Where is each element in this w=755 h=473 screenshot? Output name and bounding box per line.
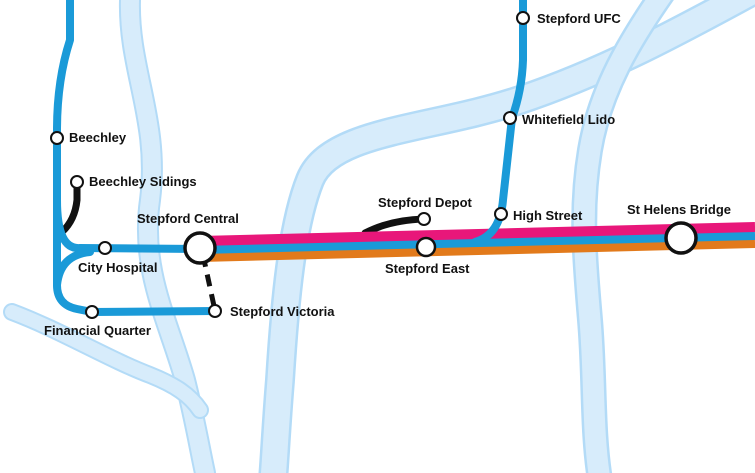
station-city-hospital[interactable] (98, 241, 112, 255)
station-stepford-central[interactable] (183, 231, 217, 265)
blue-line-west (53, 0, 219, 316)
label-stepford-east: Stepford East (385, 261, 470, 276)
label-financial-quarter: Financial Quarter (44, 323, 151, 338)
blue-line-city-hospital (53, 196, 204, 253)
stations-layer (50, 11, 698, 319)
station-stepford-ufc[interactable] (516, 11, 530, 25)
station-beechley-sidings[interactable] (70, 175, 84, 189)
label-high-street: High Street (513, 208, 583, 223)
station-stepford-victoria[interactable] (208, 304, 222, 318)
orange-line (199, 238, 755, 262)
blue-line-fq-link (53, 248, 94, 289)
labels-layer: Stepford UFC Whitefield Lido Beechley Be… (44, 11, 731, 338)
pink-line (199, 222, 755, 246)
station-stepford-east[interactable] (415, 236, 437, 258)
label-beechley-sidings: Beechley Sidings (89, 174, 197, 189)
label-whitefield-lido: Whitefield Lido (522, 112, 615, 127)
station-beechley[interactable] (50, 131, 64, 145)
label-city-hospital: City Hospital (78, 260, 157, 275)
label-stepford-central: Stepford Central (137, 211, 239, 226)
river-left-inner (120, 0, 214, 473)
label-stepford-ufc: Stepford UFC (537, 11, 621, 26)
label-stepford-victoria: Stepford Victoria (230, 304, 335, 319)
label-st-helens-bridge: St Helens Bridge (627, 202, 731, 217)
station-st-helens-bridge[interactable] (664, 221, 698, 255)
station-high-street[interactable] (494, 207, 508, 221)
label-stepford-depot: Stepford Depot (378, 195, 473, 210)
station-financial-quarter[interactable] (85, 305, 99, 319)
station-stepford-depot[interactable] (417, 212, 431, 226)
label-beechley: Beechley (69, 130, 127, 145)
river-branch-inner (5, 305, 207, 417)
station-whitefield-lido[interactable] (503, 111, 517, 125)
beechley-sidings-spur (58, 179, 81, 236)
